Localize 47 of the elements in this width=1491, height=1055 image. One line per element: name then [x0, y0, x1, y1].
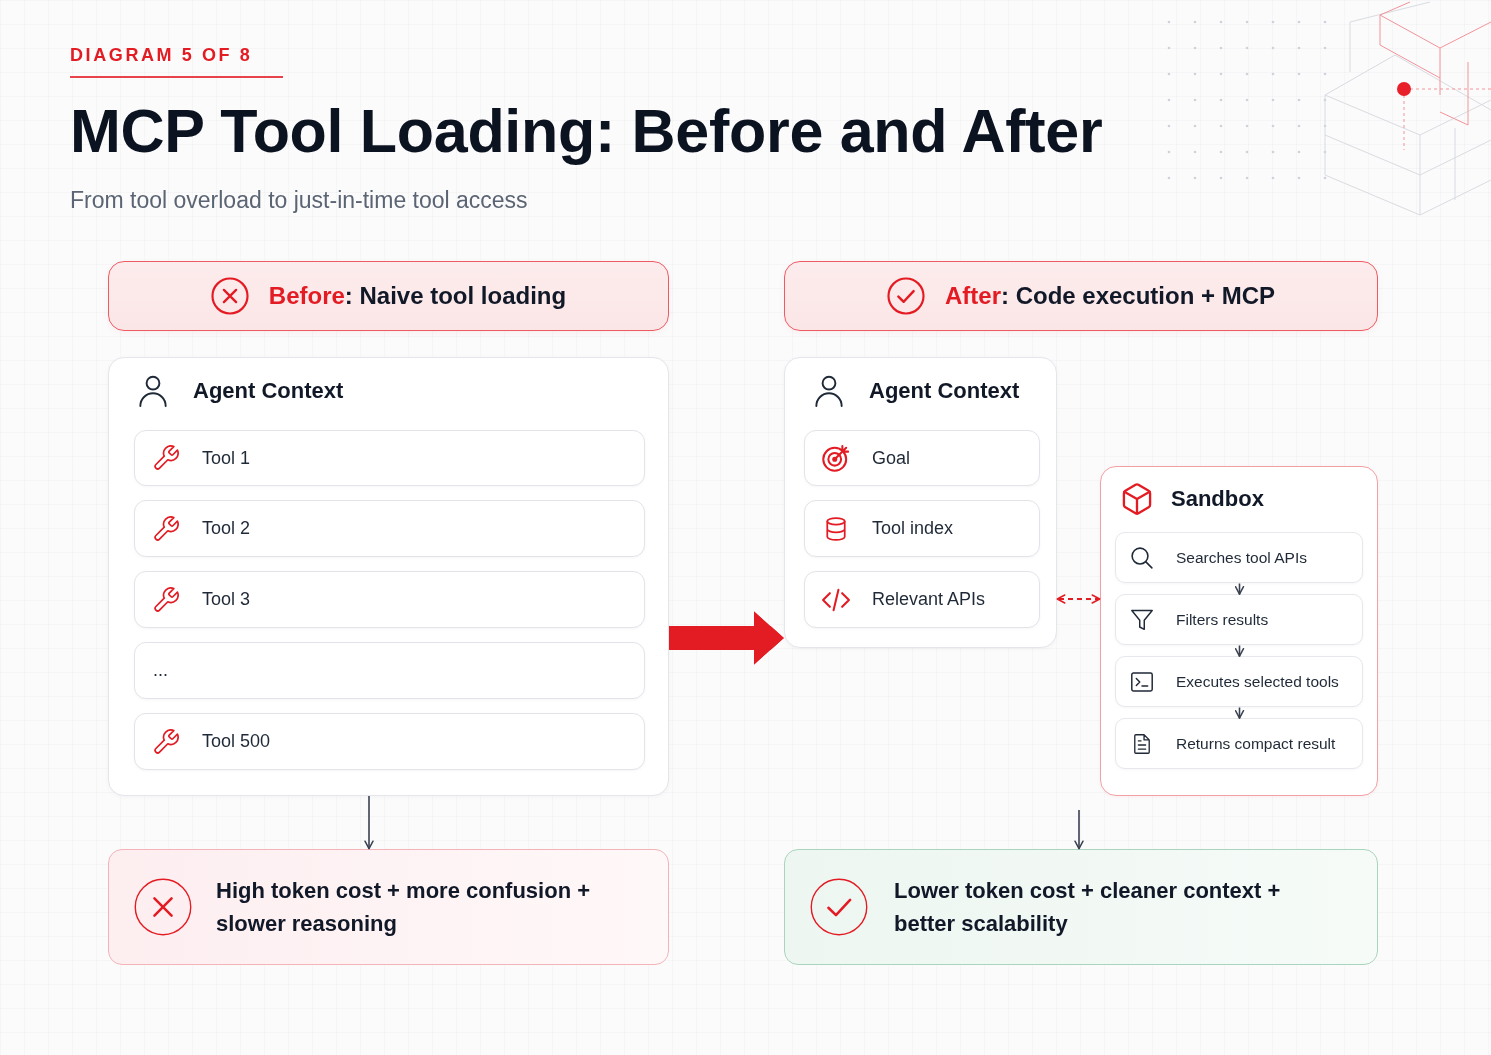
subtitle: From tool overload to just-in-time tool access: [70, 187, 528, 215]
arrow: [1234, 582, 1245, 596]
list-item-card: [804, 430, 1040, 486]
step-card: [1115, 532, 1363, 583]
item-label: Tool 500: [202, 731, 271, 752]
diagram-number: DIAGRAM 5 OF 8: [70, 45, 253, 67]
banner-title: After: Code execution + MCP: [944, 282, 1276, 310]
dashed-double-arrow: [1056, 594, 1101, 604]
item-label: ...: [153, 660, 168, 681]
list-item-card: [804, 571, 1040, 628]
outcome-card: [784, 849, 1378, 965]
list-item-card: [134, 642, 645, 699]
outcome-text: High token cost + more confusion + slower reasoning: [216, 877, 592, 938]
step-card: [1115, 656, 1363, 707]
block-arrow: [669, 611, 784, 665]
list-item-card: [804, 500, 1040, 557]
step-label: Returns compact result: [1176, 734, 1336, 753]
step-card: [1115, 594, 1363, 645]
arrow: [1234, 706, 1245, 720]
list-item-card: [134, 430, 645, 486]
arrow: [364, 795, 374, 850]
step-label: Filters results: [1176, 610, 1269, 629]
outcome-text: Lower token cost + cleaner context + better scalability: [894, 877, 1282, 938]
panel-heading: Agent Context: [869, 377, 1020, 405]
list-item-card: [134, 500, 645, 557]
header-banner: [108, 261, 669, 331]
step-label: Searches tool APIs: [1176, 548, 1307, 567]
item-label: Tool 2: [202, 518, 251, 539]
list-item-card: [134, 713, 645, 770]
panel-heading: Agent Context: [193, 377, 344, 405]
panel-heading: Sandbox: [1171, 485, 1264, 513]
step-card: [1115, 718, 1363, 769]
list-item-card: [134, 571, 645, 628]
outcome-card: [108, 849, 669, 965]
arrow: [1074, 809, 1084, 850]
sandbox-panel: [1100, 466, 1378, 796]
step-label: Executes selected tools: [1176, 672, 1339, 691]
item-label: Tool 1: [202, 447, 251, 469]
item-label: Relevant APIs: [872, 589, 986, 610]
header-banner: [784, 261, 1378, 331]
arrow: [1234, 644, 1245, 658]
item-label: Tool 3: [202, 589, 251, 610]
item-label: Tool index: [872, 518, 954, 539]
banner-title: Before: Naive tool loading: [268, 282, 567, 310]
context-panel: [784, 357, 1057, 648]
context-panel: [108, 357, 669, 796]
item-label: Goal: [872, 447, 911, 469]
